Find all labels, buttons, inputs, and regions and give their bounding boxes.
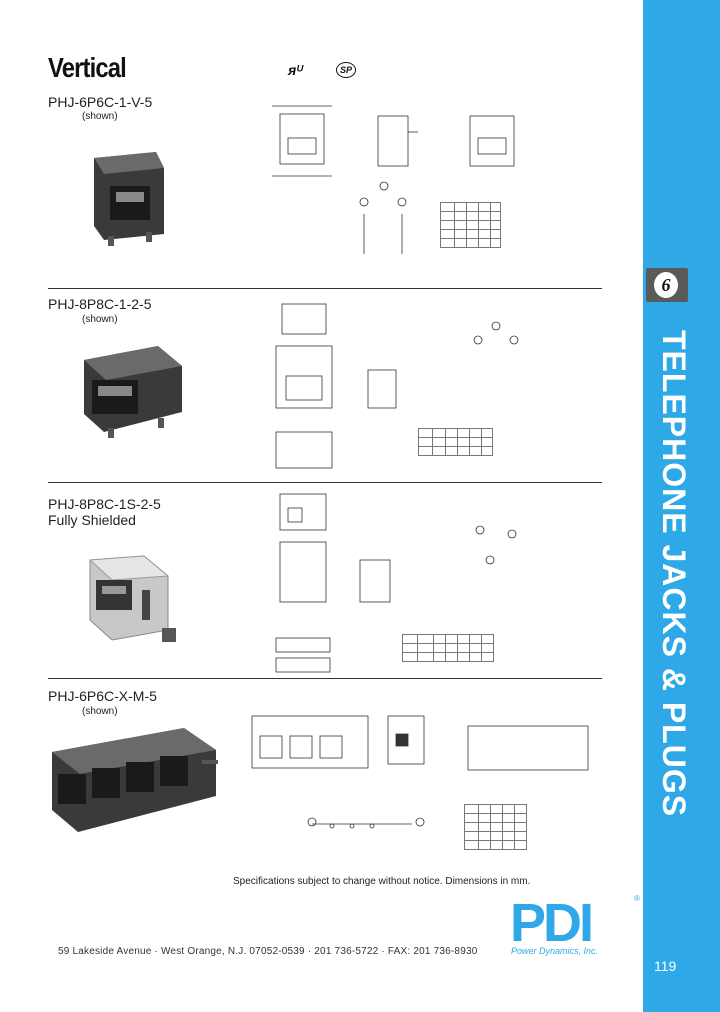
dimension-table bbox=[464, 804, 527, 850]
specifications-note: Specifications subject to change without… bbox=[233, 876, 531, 887]
product-caption: (shown) bbox=[82, 314, 118, 325]
dimension-drawing bbox=[251, 715, 589, 829]
chapter-tab: 6 bbox=[646, 268, 688, 302]
logo-text: PDI bbox=[510, 895, 591, 945]
dimension-drawing bbox=[275, 493, 517, 673]
dimension-table bbox=[440, 202, 502, 248]
product-photo-jack-8p8c bbox=[78, 336, 188, 440]
product-caption: (shown) bbox=[82, 706, 118, 717]
product-part-number: PHJ-8P8C-1S-2-5 bbox=[48, 496, 161, 512]
company-address: 59 Lakeside Avenue · West Orange, N.J. 0… bbox=[58, 946, 478, 957]
pdi-logo: PDI bbox=[510, 895, 594, 945]
dimension-table bbox=[401, 634, 494, 662]
dimension-table bbox=[418, 428, 493, 456]
logo-subtitle: Power Dynamics, Inc. bbox=[511, 946, 599, 956]
csa-certification-mark: SP bbox=[336, 62, 357, 78]
dimension-drawing bbox=[275, 303, 519, 469]
ul-certification-mark: ᴙᵁ bbox=[288, 62, 303, 78]
product-part-number: PHJ-8P8C-1-2-5 bbox=[48, 296, 152, 312]
section-divider bbox=[48, 678, 602, 679]
section-divider bbox=[48, 288, 602, 289]
section-divider bbox=[48, 482, 602, 483]
product-part-number: PHJ-6P6C-X-M-5 bbox=[48, 688, 157, 704]
product-caption: (shown) bbox=[82, 111, 118, 122]
registered-mark: ® bbox=[634, 894, 640, 903]
page-number: 119 bbox=[654, 958, 677, 974]
chapter-title: TELEPHONE JACKS & PLUGS bbox=[656, 330, 692, 818]
product-photo-jack-6p6c bbox=[86, 148, 176, 248]
product-photo-shielded-jack bbox=[82, 550, 182, 650]
page-heading: Vertical bbox=[48, 52, 127, 83]
product-part-number: PHJ-6P6C-1-V-5 bbox=[48, 94, 153, 110]
dimension-drawing bbox=[272, 105, 515, 254]
product-photo-multi-port-jack bbox=[48, 722, 220, 840]
drawing-panel-1 bbox=[232, 94, 602, 280]
chapter-number: 6 bbox=[654, 272, 678, 298]
chapter-sidebar bbox=[643, 0, 720, 1012]
product-caption: Fully Shielded bbox=[48, 512, 136, 528]
